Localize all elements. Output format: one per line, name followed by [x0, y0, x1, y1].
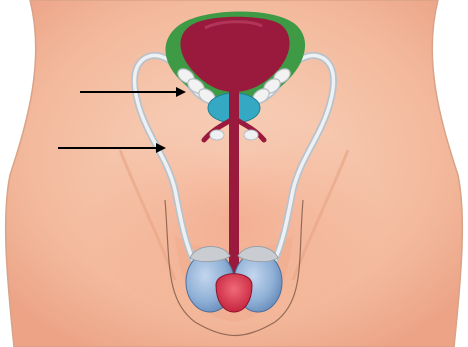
right-bulbourethral-gland [244, 130, 258, 140]
left-bulbourethral-gland [210, 130, 224, 140]
